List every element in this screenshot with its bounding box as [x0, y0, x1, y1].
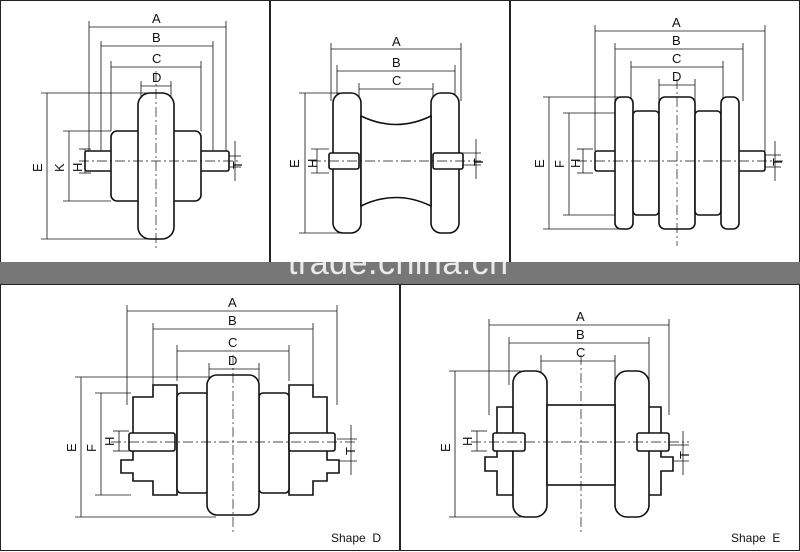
label-A: A — [152, 11, 161, 26]
label-D: D — [152, 70, 161, 85]
roller-drawing-shape-d: A B C D E F H T — [64, 295, 358, 533]
roller-drawing-shape-e: A B C E H T — [438, 309, 692, 533]
label-H: H — [568, 159, 583, 168]
diagram-panel-3: A B C D E F H T — [510, 0, 800, 265]
watermark-text: trade.china.cn — [288, 244, 509, 282]
label-K: K — [52, 163, 67, 172]
shape-e-caption: Shape E — [731, 531, 781, 545]
label-T: T — [230, 161, 245, 169]
label-F: F — [84, 444, 99, 452]
label-F: F — [552, 160, 567, 168]
label-H: H — [305, 159, 320, 168]
shape-d-caption: Shape D — [331, 531, 382, 545]
label-E: E — [532, 159, 547, 168]
label-T: T — [770, 158, 785, 166]
roller-drawing-3: A B C D E F H T — [532, 15, 785, 246]
label-D: D — [672, 69, 681, 84]
diagram-panel-4: A B C D E F H T Shape D — [0, 284, 400, 551]
label-B: B — [152, 30, 161, 45]
label-E: E — [64, 443, 79, 452]
label-H: H — [102, 437, 117, 446]
label-B: B — [576, 327, 585, 342]
watermark-band — [0, 262, 800, 284]
label-E: E — [30, 163, 45, 172]
label-C: C — [392, 73, 401, 88]
label-T: T — [471, 158, 486, 166]
label-B: B — [228, 313, 237, 328]
label-A: A — [576, 309, 585, 324]
label-E: E — [287, 159, 302, 168]
diagram-panel-2: A B C E H T — [270, 0, 510, 265]
label-A: A — [672, 15, 681, 30]
label-C: C — [228, 335, 237, 350]
roller-drawing-2: A B C E H T — [287, 34, 486, 234]
label-C: C — [672, 51, 681, 66]
label-C: C — [576, 345, 585, 360]
label-B: B — [392, 55, 401, 70]
diagram-panel-5: A B C E H T Shape E — [400, 284, 800, 551]
label-H: H — [460, 437, 475, 446]
label-D: D — [228, 353, 237, 368]
label-T: T — [343, 447, 358, 455]
label-A: A — [392, 34, 401, 49]
label-E: E — [438, 443, 453, 452]
label-A: A — [228, 295, 237, 310]
label-T: T — [677, 451, 692, 459]
label-H: H — [70, 163, 85, 172]
label-B: B — [672, 33, 681, 48]
label-C: C — [152, 51, 161, 66]
diagram-panel-1: A B C D E K H T — [0, 0, 270, 265]
roller-drawing-1: A B C D E K H T — [30, 11, 245, 251]
